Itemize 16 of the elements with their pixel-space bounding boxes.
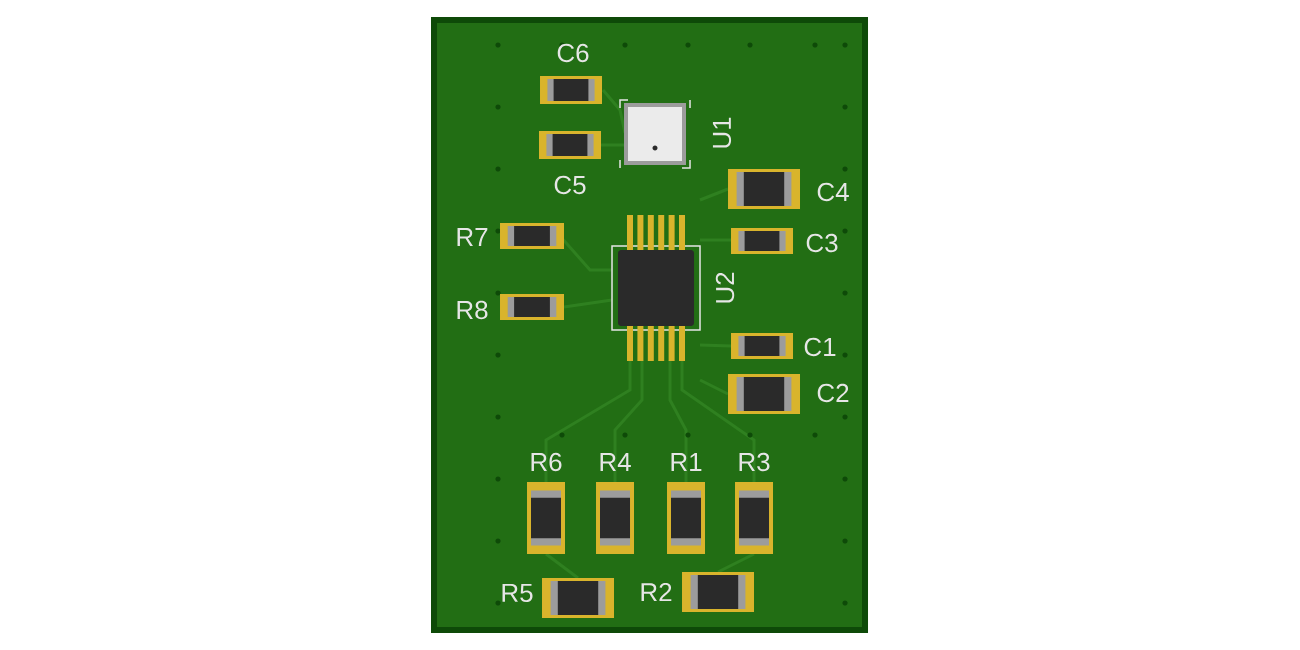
component-label: C6	[557, 43, 589, 63]
component-label: R1	[671, 453, 702, 471]
component-label: C1	[804, 337, 836, 357]
component-label: R8	[457, 300, 488, 320]
component-label: C4	[817, 182, 849, 202]
component-label: C3	[806, 233, 838, 253]
component-label: C2	[817, 383, 849, 403]
component-label: U1	[712, 117, 732, 148]
component-label: R6	[531, 452, 562, 472]
component-label: R7	[457, 228, 488, 246]
component-label: U2	[715, 272, 735, 303]
component-label: R2	[641, 582, 672, 602]
component-label: R3	[739, 452, 770, 472]
component-label: R4	[600, 453, 631, 471]
component-label: R5	[502, 583, 533, 603]
component-label: C5	[554, 175, 586, 195]
